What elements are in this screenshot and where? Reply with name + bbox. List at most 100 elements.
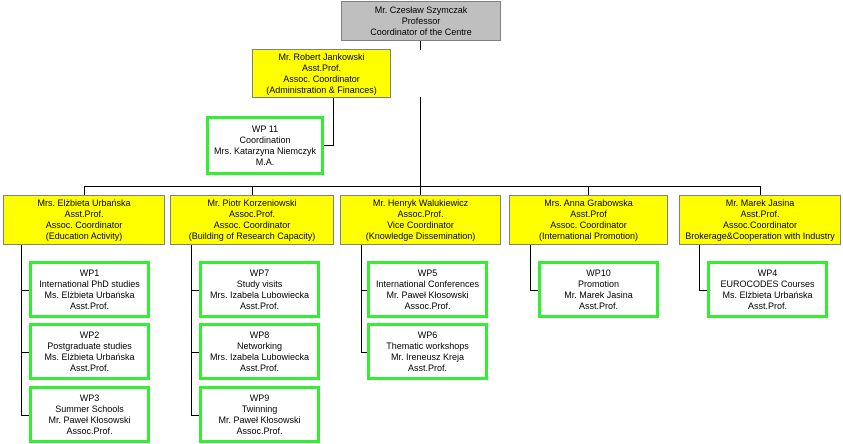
wp-box-3-1-line-4: Assoc.Prof. — [404, 300, 451, 311]
coordinator-box-line-2: Professor — [401, 15, 441, 26]
wp-box-1-1-line-1: WP1 — [79, 267, 100, 278]
connector-admin-wp11 — [333, 97, 334, 145]
branch-3-vertical — [361, 245, 362, 352]
branch-1-stub-2 — [21, 351, 29, 353]
branch-2-vertical — [191, 245, 192, 415]
wp-box-1-3-line-1: WP3 — [79, 392, 100, 403]
connector-drop-3 — [420, 186, 421, 195]
wp-box-1-1-line-4: Asst.Prof. — [69, 300, 109, 311]
wp-box-2-3-line-2: Twinning — [241, 403, 278, 414]
branch-head-1-line-4: (Education Activity) — [45, 231, 123, 241]
branch-4-vertical — [530, 245, 531, 290]
wp-box-3-2-line-3: Mr. Ireneusz Kreja — [390, 351, 465, 362]
branch-head-2-line-2: Assoc.Prof. — [228, 209, 275, 219]
connector-drop-5 — [760, 186, 761, 195]
branch-1-vertical — [21, 245, 22, 415]
branch-head-4-line-2: Asst.Prof — [570, 209, 607, 219]
wp11-box-line-2: Coordination — [239, 134, 291, 145]
branch-3-stub-1 — [361, 289, 367, 291]
wp11-box-line-3: Mrs. Katarzyna Niemczyk — [213, 145, 317, 156]
wp11-box-line-1: WP 11 — [251, 123, 279, 134]
wp-box-1-2-line-1: WP2 — [79, 329, 100, 340]
wp-box-5-1-line-2: EUROCODES Courses — [720, 278, 815, 289]
connector-wp11-stub — [323, 145, 334, 146]
branch-head-5-line-4: Brokerage&Cooperation with Industry — [685, 231, 835, 241]
branch-head-2-line-4: (Building of Research Capacity) — [188, 231, 316, 241]
branch-head-5-line-3: Assoc.Coordinator — [722, 220, 798, 230]
wp-box-3-2-line-2: Thematic workshops — [386, 340, 469, 351]
connector-drop-1 — [84, 186, 85, 195]
wp-box-1-1-line-3: Ms. Elżbieta Urbańska — [44, 289, 135, 300]
wp-box-1-3-line-3: Mr. Paweł Kłosowski — [48, 414, 131, 425]
branch-head-3-line-3: Vice Coordinator — [387, 220, 454, 230]
branch-head-4-line-3: Assoc. Coordinator — [550, 220, 627, 230]
wp-box-2-3-line-3: Mr. Paweł Kłosowski — [218, 414, 301, 425]
wp-box-2-2-line-2: Networking — [236, 340, 283, 351]
wp-box-3-1-line-3: Mr. Paweł Kłosowski — [386, 289, 469, 300]
wp-box-1-2-line-4: Asst.Prof. — [69, 362, 109, 373]
wp-box-1-2-line-2: Postgraduate studies — [47, 340, 132, 351]
connector-trunk — [420, 97, 421, 186]
admin-coordinator-box-line-2: Asst.Prof. — [301, 62, 341, 73]
branch-head-1-line-3: Assoc. Coordinator — [45, 220, 123, 230]
wp-box-1-3-line-4: Assoc.Prof. — [66, 425, 113, 436]
branch-head-5-line-2: Asst.Prof. — [740, 209, 780, 219]
branch-2-stub-1 — [191, 289, 199, 291]
branch-head-1-line-1: Mrs. Elżbieta Urbańska — [37, 198, 131, 208]
wp-box-3-2-line-4: Asst.Prof. — [407, 362, 447, 373]
wp11-box-line-4: M.A. — [255, 156, 275, 167]
branch-head-4-line-4: (International Promotion) — [538, 231, 639, 241]
wp-box-5-1-line-1: WP4 — [757, 267, 778, 278]
wp-box-2-3-line-4: Assoc.Prof. — [236, 425, 283, 436]
branch-3-stub-2 — [361, 351, 367, 353]
wp-box-1-2-line-3: Ms. Elżbieta Urbańska — [44, 351, 135, 362]
branch-2-stub-2 — [191, 351, 199, 353]
admin-coordinator-box-line-3: Assoc. Coordinator — [283, 73, 360, 84]
wp-box-3-1-line-1: WP5 — [417, 267, 438, 278]
wp-box-5-1-line-3: Ms. Elżbieta Urbańska — [722, 289, 813, 300]
coordinator-box-line-3: Coordinator of the Centre — [370, 26, 472, 37]
wp-box-2-1-line-4: Asst.Prof. — [239, 300, 279, 311]
branch-head-2-line-1: Mr. Piotr Korzeniowski — [207, 198, 297, 208]
wp-box-2-2-line-3: Mrs. Izabela Lubowiecka — [209, 351, 310, 362]
branch-head-3-line-1: Mr. Henryk Walukiewicz — [372, 198, 469, 208]
wp-box-4-1-line-1: WP10 — [586, 267, 611, 278]
branch-2-stub-3 — [191, 414, 199, 416]
branch-4-stub-1 — [530, 289, 538, 291]
coordinator-box-line-1: Mr. Czesław Szymczak — [374, 4, 468, 15]
wp-box-2-1-line-2: Study visits — [236, 278, 283, 289]
wp-box-5-1-line-4: Asst.Prof. — [747, 300, 787, 311]
branch-head-2-line-3: Assoc. Coordinator — [213, 220, 291, 230]
branch-1-stub-1 — [21, 289, 29, 291]
connector-drop-4 — [588, 186, 589, 195]
wp-box-3-2-line-1: WP6 — [417, 329, 438, 340]
wp-box-2-3-line-1: WP9 — [249, 392, 270, 403]
branch-head-5-line-1: Mr. Marek Jasina — [725, 198, 795, 208]
branch-5-vertical — [699, 245, 700, 290]
wp-box-2-1-line-3: Mrs. Izabela Lubowiecka — [209, 289, 310, 300]
branch-5-stub-1 — [699, 289, 707, 291]
branch-head-4-line-1: Mrs. Anna Grabowska — [544, 198, 633, 208]
connector-drop-2 — [252, 186, 253, 195]
wp-box-4-1-line-4: Asst.Prof. — [578, 300, 618, 311]
connector-top-admin — [420, 40, 421, 50]
wp-box-2-2-line-1: WP8 — [249, 329, 270, 340]
wp-box-4-1-line-3: Mr. Marek Jasina — [564, 289, 633, 300]
branch-head-3-line-2: Assoc.Prof. — [397, 209, 444, 219]
wp-box-2-1-line-1: WP7 — [249, 267, 270, 278]
